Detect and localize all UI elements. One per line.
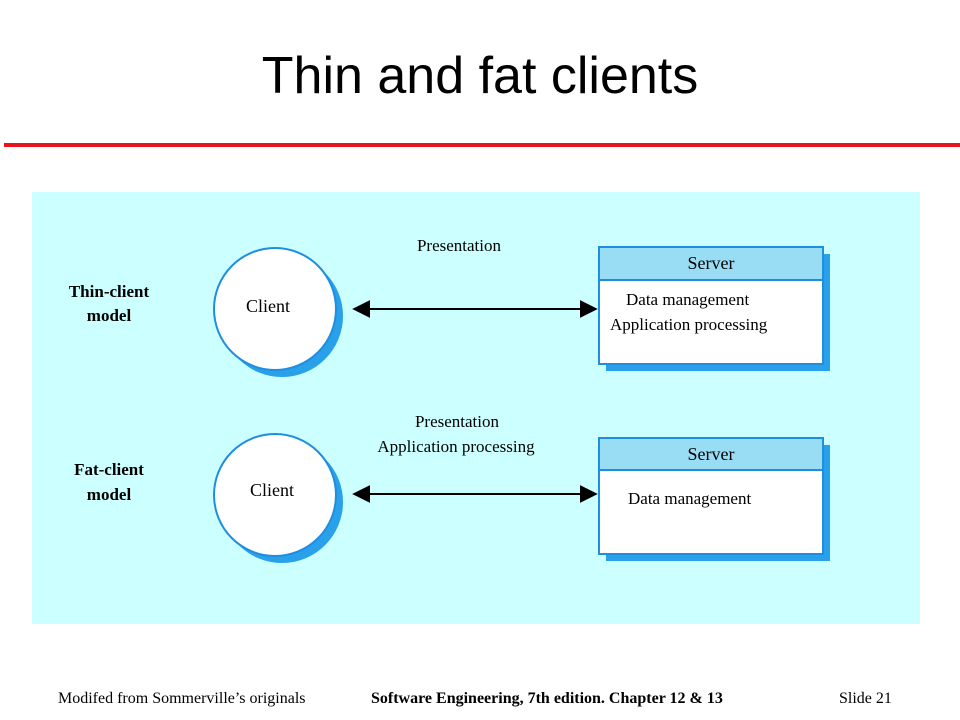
fat-client-model-label-line1: Fat-client <box>74 460 144 479</box>
fat-link-label-2: Application processing <box>377 437 535 456</box>
fat-link-label-1: Presentation <box>415 412 500 431</box>
thin-server-header-label: Server <box>688 253 735 273</box>
thin-client-node-circle <box>213 247 337 371</box>
title-divider <box>4 143 960 147</box>
diagram-canvas: Thin-client model Client Presentation Se… <box>69 236 830 563</box>
footer-slide-number: Slide 21 <box>839 690 892 707</box>
fat-server-box: Server Data management <box>598 437 830 561</box>
fat-server-item-1: Data management <box>628 489 751 508</box>
thin-server-item-2: Application processing <box>610 315 768 334</box>
thin-link-label-1: Presentation <box>417 236 502 255</box>
thin-server-box: Server Data management Application proce… <box>598 246 830 371</box>
slide-title: Thin and fat clients <box>261 47 699 105</box>
footer-source-note: Modifed from Sommerville’s originals <box>58 690 306 707</box>
thin-server-item-1: Data management <box>626 290 749 309</box>
fat-client-node-label: Client <box>250 480 294 500</box>
thin-client-model-label-line2: model <box>87 306 132 325</box>
fat-server-header-label: Server <box>688 444 735 464</box>
client-server-diagram: Thin-client model Client Presentation Se… <box>32 192 920 624</box>
thin-client-model: Thin-client model Client Presentation Se… <box>69 236 830 377</box>
thin-client-node-label: Client <box>246 296 290 316</box>
thin-client-model-label-line1: Thin-client <box>69 282 150 301</box>
fat-client-model-label-line2: model <box>87 485 132 504</box>
fat-client-node: Client <box>213 433 343 563</box>
thin-client-node: Client <box>213 247 343 377</box>
thin-server-header <box>598 246 824 281</box>
footer-book-title: Software Engineering, 7th edition. Chapt… <box>371 690 723 707</box>
fat-server-header <box>598 437 824 471</box>
fat-client-node-circle <box>213 433 337 557</box>
fat-client-model: Fat-client model Client Presentation App… <box>74 412 830 563</box>
